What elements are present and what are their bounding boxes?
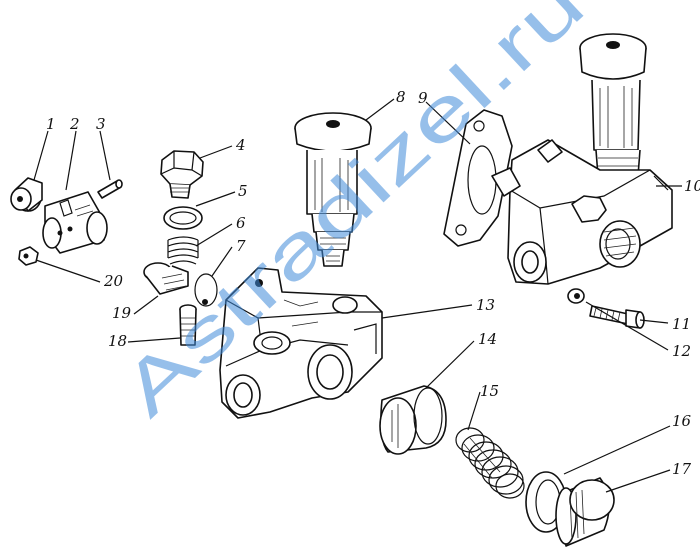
part-12-washer — [567, 288, 585, 304]
callout-2: 2 — [69, 115, 80, 133]
callout-9: 9 — [418, 89, 428, 107]
part-6-spring — [167, 236, 199, 265]
part-8-primer-pump — [294, 112, 372, 267]
callout-labels: 1 2 3 4 5 6 7 8 9 10 11 12 13 14 15 16 1… — [46, 88, 700, 478]
part-20-small-nut — [18, 246, 39, 266]
callout-3: 3 — [96, 115, 106, 133]
part-17-cap — [555, 477, 615, 547]
callout-8: 8 — [396, 88, 406, 106]
part-15-spring — [455, 427, 525, 499]
callout-14: 14 — [478, 330, 497, 348]
callout-16: 16 — [672, 412, 692, 430]
part-9-gasket — [443, 109, 513, 247]
part-1-bushing — [10, 177, 43, 212]
callout-1: 1 — [46, 115, 56, 133]
callout-12: 12 — [672, 342, 691, 360]
part-10-pump-assembly — [491, 33, 673, 285]
part-14-sleeve — [379, 385, 447, 455]
callout-18: 18 — [108, 332, 127, 350]
part-13-pump-body — [219, 267, 383, 419]
callout-7: 7 — [236, 237, 246, 255]
part-5-washer — [163, 206, 203, 230]
leader-lines — [33, 98, 682, 493]
callout-4: 4 — [235, 136, 246, 154]
part-19-valve — [143, 262, 189, 295]
callout-6: 6 — [236, 214, 246, 232]
callout-11: 11 — [672, 315, 691, 333]
callout-15: 15 — [480, 382, 499, 400]
part-2-slotted-sleeve — [42, 191, 108, 254]
callout-20: 20 — [103, 272, 124, 290]
part-7-ring — [194, 273, 218, 307]
part-4-hex-plug — [160, 150, 204, 199]
callout-5: 5 — [238, 182, 248, 200]
callout-17: 17 — [672, 460, 692, 478]
callout-19: 19 — [112, 304, 132, 322]
part-18-bolt — [179, 304, 197, 346]
callout-13: 13 — [476, 296, 495, 314]
callout-10: 10 — [684, 177, 700, 195]
part-3-pin — [97, 179, 123, 199]
